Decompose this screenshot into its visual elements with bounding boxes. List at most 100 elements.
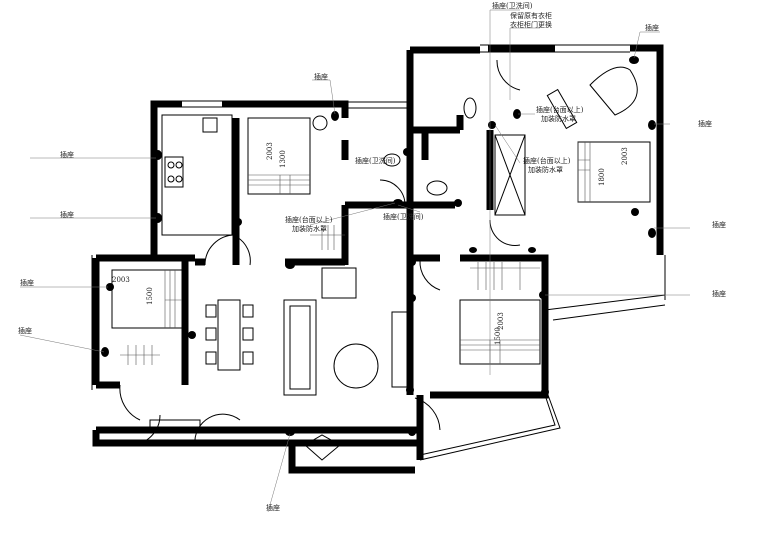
plan-mark <box>539 291 547 299</box>
label-waterproof: 加装防水罩 <box>528 165 563 174</box>
plan-mark <box>92 254 195 389</box>
dim-bed-width: 1800 <box>598 168 606 186</box>
label-socket-bath-top: 插座(卫洗间) <box>492 1 533 10</box>
plan-mark <box>494 134 526 216</box>
plan-mark <box>513 109 521 119</box>
plan-mark <box>391 311 409 388</box>
plan-mark <box>406 386 414 394</box>
plan-mark <box>546 88 578 130</box>
label-socket: 插座 <box>60 210 74 219</box>
plan-mark <box>285 261 295 269</box>
plan-mark <box>488 121 496 129</box>
label-socket: 插座 <box>18 326 32 335</box>
dim-bed-width: 1300 <box>279 150 287 168</box>
label-wardrobe-keep: 保留原有衣柜 <box>510 11 552 20</box>
plan-mark <box>242 304 254 318</box>
plan-mark <box>120 345 160 365</box>
plan-mark <box>489 9 540 375</box>
plan-mark <box>577 142 591 202</box>
plan-mark <box>544 255 666 321</box>
plan-mark <box>289 305 311 390</box>
label-socket: 插座 <box>698 119 712 128</box>
plan-mark <box>631 208 639 216</box>
plan-mark <box>154 213 162 223</box>
plan-mark <box>106 283 114 291</box>
plan-mark <box>648 228 656 238</box>
plan-mark <box>154 150 162 160</box>
plan-mark <box>205 327 217 341</box>
walls <box>92 44 664 474</box>
plan-mark <box>312 115 328 131</box>
fixtures <box>91 44 666 461</box>
plan-mark <box>304 434 341 461</box>
label-socket: 插座 <box>712 220 726 229</box>
plan-mark <box>164 270 182 328</box>
plan-mark <box>164 156 184 188</box>
dim-bed-length: 2003 <box>497 312 505 330</box>
label-socket: 插座 <box>712 289 726 298</box>
plan-mark <box>494 134 526 216</box>
plan-mark <box>414 397 441 431</box>
dim-bed-length: 2003 <box>112 276 130 284</box>
plan-mark <box>454 199 462 207</box>
dim-bed-width: 1500 <box>146 287 154 305</box>
plan-mark <box>242 351 254 365</box>
plan-mark <box>175 161 183 169</box>
plan-mark <box>288 395 424 474</box>
label-socket-counter: 插座(台面以上) <box>523 156 571 165</box>
plan-mark <box>283 299 317 396</box>
plan-mark <box>234 218 242 226</box>
plan-mark <box>129 413 241 446</box>
plan-mark <box>383 153 401 167</box>
plan-mark <box>629 56 639 64</box>
plan-mark <box>101 347 109 357</box>
plan-mark <box>242 327 254 341</box>
socket-markers <box>101 56 656 436</box>
plan-mark <box>310 225 345 250</box>
label-wardrobe-door: 衣柜柜门更换 <box>510 20 552 29</box>
leader-lines <box>19 9 690 513</box>
plan-mark <box>426 180 448 196</box>
plan-mark <box>589 66 638 116</box>
plan-mark <box>406 254 549 399</box>
plan-mark <box>19 227 690 513</box>
plan-mark <box>460 339 540 364</box>
label-socket-counter: 插座(台面以上) <box>536 105 584 114</box>
label-socket: 插座 <box>314 72 328 81</box>
plan-mark <box>419 394 561 461</box>
plan-mark <box>188 331 196 339</box>
plan-mark <box>393 199 403 207</box>
plan-mark <box>541 388 549 396</box>
plan-mark <box>321 267 357 299</box>
label-socket: 插座 <box>20 278 34 287</box>
plan-mark <box>496 59 521 91</box>
plan-mark <box>167 161 175 169</box>
plan-mark <box>217 299 241 371</box>
plan-mark <box>205 351 217 365</box>
plan-mark <box>205 304 217 318</box>
label-socket-bath: 插座(卫洗间) <box>383 212 424 221</box>
plan-mark <box>248 174 310 194</box>
plan-mark <box>648 120 656 130</box>
plan-mark <box>463 97 477 119</box>
plan-mark <box>204 234 251 266</box>
plan-mark <box>408 428 416 436</box>
labels: 插座(卫洗间) 保留原有衣柜 衣柜柜门更换 插座 插座 插座(台面以上) 加装防… <box>18 1 726 512</box>
plan-mark <box>182 44 630 109</box>
plan-mark <box>285 428 295 436</box>
plan-mark <box>469 247 477 253</box>
plan-mark <box>333 343 379 389</box>
plan-mark <box>331 111 339 121</box>
plan-mark <box>309 124 521 226</box>
plan-mark <box>489 219 521 246</box>
label-socket: 插座 <box>645 23 659 32</box>
dim-bed-length: 2003 <box>621 147 629 165</box>
plan-mark <box>312 31 660 115</box>
plan-mark <box>30 113 670 219</box>
plan-mark <box>379 179 406 206</box>
label-waterproof: 加装防水罩 <box>292 224 327 233</box>
plan-mark <box>408 258 416 266</box>
plan-mark <box>403 148 411 156</box>
